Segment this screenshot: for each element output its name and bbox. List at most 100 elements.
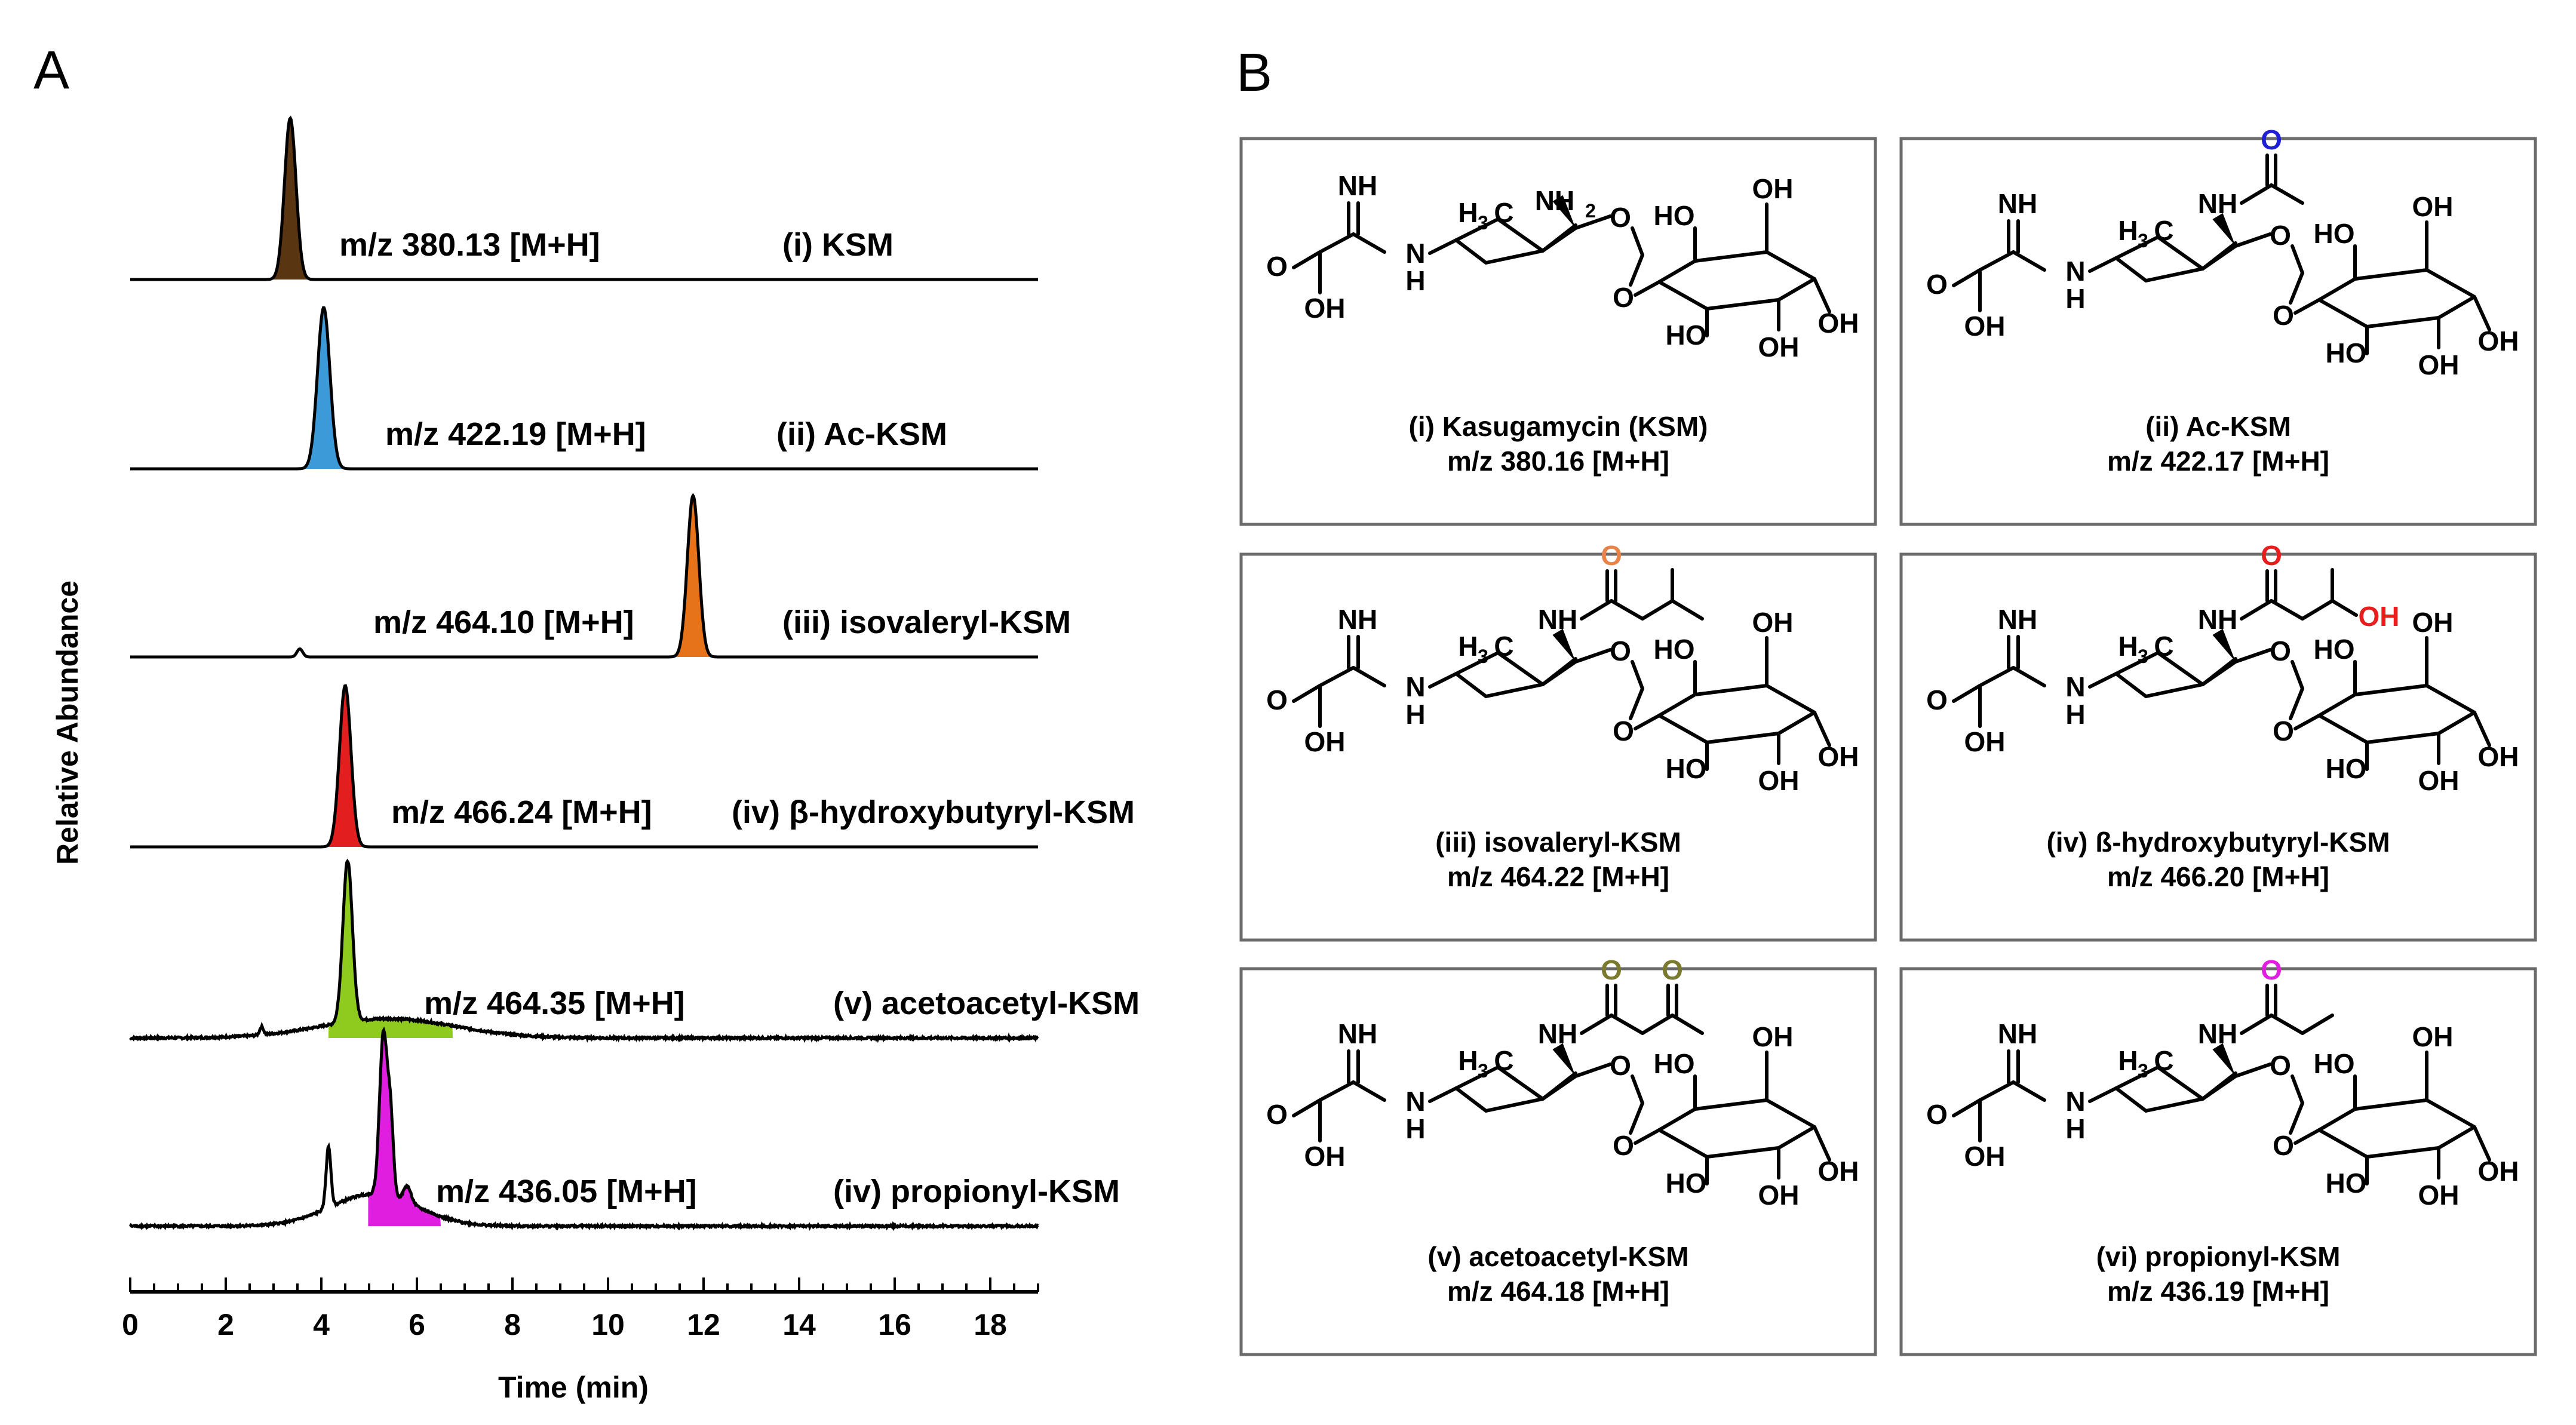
bond [2012, 666, 2046, 687]
atom-label: OH [1818, 741, 1859, 772]
compound-name: (ii) Ac-KSM [2145, 411, 2291, 442]
atom-label: O [1662, 954, 1683, 985]
bond [2088, 672, 2118, 689]
bond [2114, 651, 2205, 686]
atom-label: O [1266, 684, 1288, 715]
trace-line [130, 493, 1038, 659]
bond [2240, 1014, 2273, 1035]
trace-compound-label: (i) KSM [782, 227, 894, 263]
atom-subscript: 3 [1478, 212, 1488, 234]
structure-frame [1899, 967, 2537, 1356]
bond [2317, 268, 2476, 302]
trace-mz-label: m/z 464.10 [M+H] [373, 604, 634, 640]
trace-line [129, 858, 1039, 1043]
bond [1629, 253, 1644, 287]
bond [2473, 1125, 2491, 1162]
atom-label: C [1494, 1045, 1513, 1076]
x-tick-label: 14 [782, 1308, 816, 1341]
atom-label: NH [2198, 1018, 2237, 1049]
atom-label: N [1405, 671, 1425, 702]
atom-label: O [1601, 540, 1622, 571]
x-tick-label: 0 [122, 1308, 139, 1341]
bond [1978, 666, 2015, 687]
atom-label: OH [2418, 349, 2460, 380]
bond [1631, 660, 1644, 690]
atom-label: OH [1818, 1156, 1859, 1187]
atom-label: O [1926, 1099, 1948, 1130]
bond [2289, 1101, 2304, 1135]
bond [2270, 568, 2334, 621]
atom-label: OH [1752, 1021, 1794, 1052]
atom-label: O [2270, 635, 2291, 667]
atom-label: N [1405, 238, 1425, 269]
atom-label: OH [2478, 1156, 2519, 1187]
bond [2240, 599, 2273, 621]
x-axis-label: Time (min) [498, 1371, 649, 1404]
bond [2291, 244, 2304, 275]
structure-frame [1899, 552, 2537, 942]
bond [1657, 684, 1816, 717]
atom-label: O [2273, 715, 2294, 747]
bond [1634, 1128, 1661, 1145]
atom-label: H [1458, 197, 1478, 228]
atom-label: N [2065, 671, 2085, 702]
trace-mz-label: m/z 422.19 [M+H] [385, 416, 646, 452]
trace-compound-label: (iv) propionyl-KSM [833, 1174, 1120, 1209]
bond [1292, 250, 1322, 269]
trace-peak-fill [267, 118, 314, 280]
bond [1813, 1125, 1831, 1162]
bond [2291, 660, 2304, 690]
trace-peak-fill [299, 308, 349, 469]
bond [2331, 599, 2358, 617]
atom-label: OH [2478, 741, 2519, 772]
bond [1634, 280, 1661, 297]
atom-label: NH [1998, 604, 2037, 635]
structure-frame [1899, 137, 2537, 526]
atom-label: O [2261, 540, 2282, 571]
compound-mz: m/z 380.16 [M+H] [1447, 446, 1669, 477]
atom-label: HO [2314, 1048, 2355, 1079]
bond [1352, 232, 1386, 254]
trace-mz-label: m/z 466.24 [M+H] [391, 794, 652, 830]
atom-label: C [1494, 631, 1513, 662]
atom-label: OH [2478, 325, 2519, 357]
atom-label: OH [1964, 311, 2006, 342]
atom-label: NH [1998, 1018, 2037, 1049]
bond [2293, 1128, 2321, 1145]
bond [1318, 232, 1355, 254]
bond [2289, 271, 2304, 305]
atom-label: O [1266, 251, 1288, 282]
atom-label: OH [1758, 331, 1800, 363]
bond [1657, 250, 1816, 284]
bond [2317, 295, 2476, 328]
atom-subscript: 3 [2138, 230, 2148, 251]
atom-label: NH [2198, 604, 2237, 635]
trace-line [130, 115, 1038, 281]
atom-label: C [2154, 1045, 2173, 1076]
bond [2012, 250, 2046, 272]
bond [1657, 711, 1816, 744]
compound-name: (iii) isovaleryl-KSM [1435, 827, 1681, 858]
bond [1318, 666, 1355, 687]
atom-label: C [2154, 631, 2173, 662]
atom-label: O [2270, 1050, 2291, 1081]
atom-label: H [2065, 1113, 2085, 1144]
atom-label: O [1613, 1130, 1634, 1161]
compound-name: (v) acetoacetyl-KSM [1427, 1241, 1688, 1272]
compound-mz: m/z 436.19 [M+H] [2107, 1276, 2329, 1307]
bond [1454, 217, 1545, 253]
atom-label: O [2261, 124, 2282, 155]
atom-label: HO [2326, 337, 2367, 368]
atom-label: NH [1338, 604, 1377, 635]
compound-mz: m/z 466.20 [M+H] [2107, 861, 2329, 892]
trace-line [128, 1026, 1039, 1231]
y-axis-label: Relative Abundance [51, 581, 84, 865]
trace-compound-label: (v) acetoacetyl-KSM [833, 985, 1140, 1021]
atom-label: NH [1538, 604, 1577, 635]
atom-label: OH [1752, 607, 1794, 638]
